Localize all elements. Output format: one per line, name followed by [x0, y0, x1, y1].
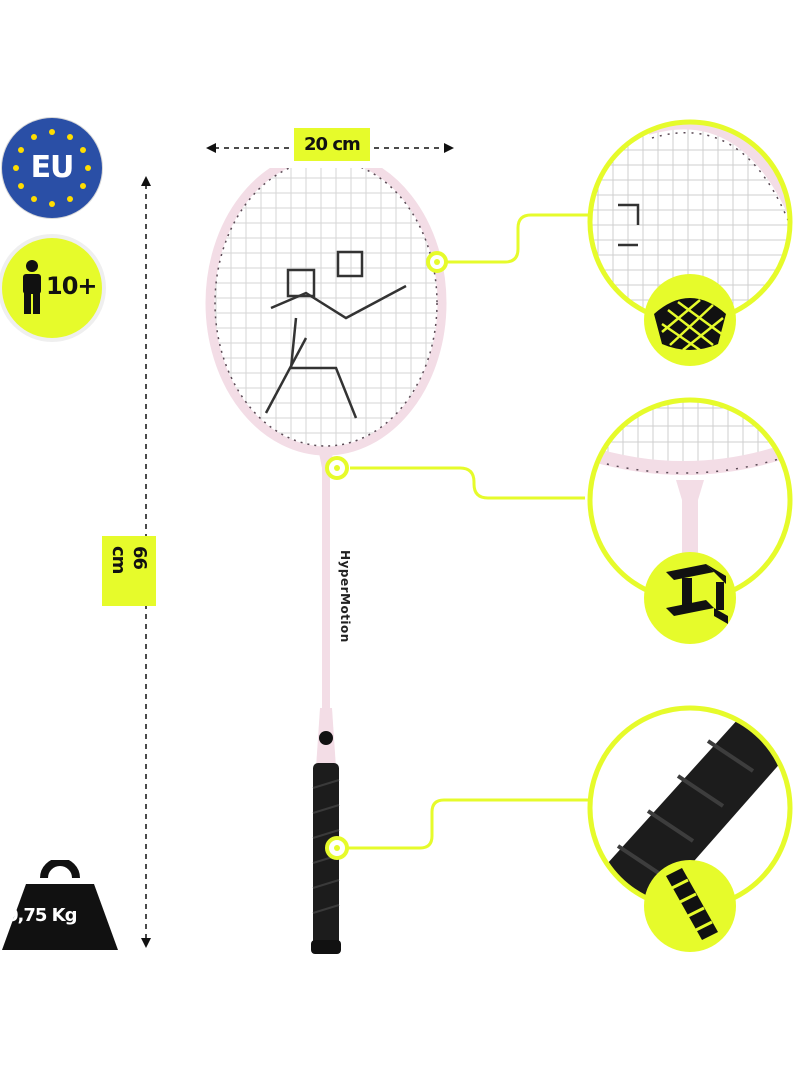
age-label: 10+	[46, 272, 98, 300]
callout-tjoint	[587, 397, 793, 644]
age-badge: 10+	[2, 238, 102, 338]
person-icon	[23, 260, 41, 314]
height-dimension-line	[141, 176, 151, 948]
width-dimension-line	[206, 143, 454, 153]
callout-strings	[587, 119, 793, 366]
weight-icon	[2, 860, 118, 950]
eu-badge: EU	[2, 118, 102, 218]
racket-image	[205, 168, 447, 954]
eu-stars-icon	[13, 129, 91, 207]
player-logo	[264, 250, 407, 419]
handle-logo-icon	[319, 731, 333, 745]
width-label: 20 cm	[294, 128, 370, 161]
callout-grip	[587, 705, 793, 952]
weight-label: 0,75 Kg	[6, 905, 78, 926]
eu-label: EU	[30, 150, 75, 185]
